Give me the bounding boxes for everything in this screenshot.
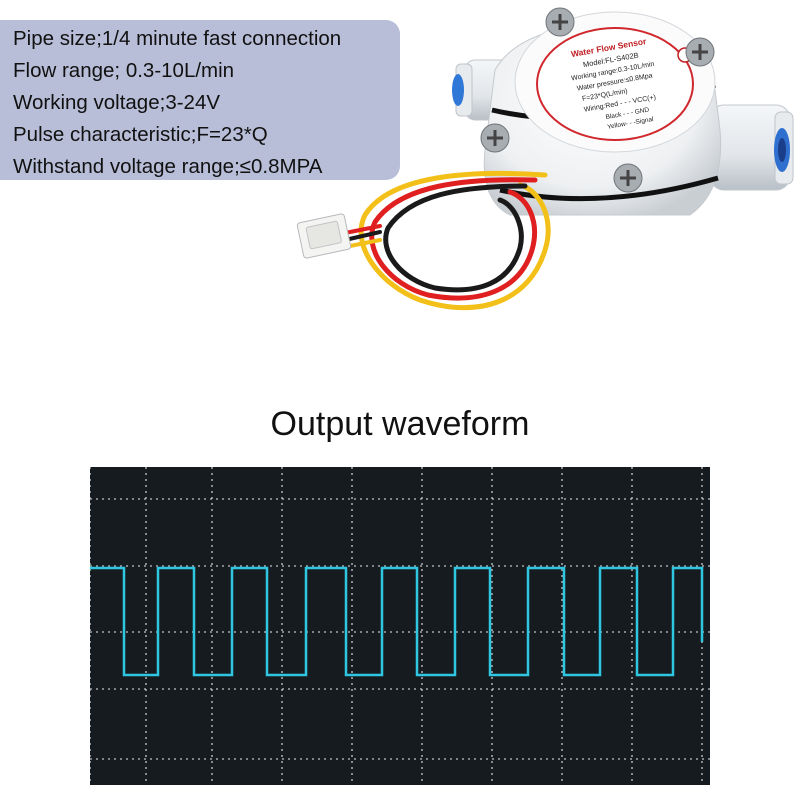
scope-background	[90, 467, 710, 785]
spec-withstand-voltage: Withstand voltage range;≤0.8MPA	[13, 155, 323, 178]
jst-connector	[296, 213, 352, 259]
square-wave-trace	[90, 566, 704, 677]
spec-pulse-characteristic: Pulse characteristic;F=23*Q	[13, 123, 268, 146]
screw-icon	[480, 123, 510, 153]
sensor-body	[483, 11, 722, 216]
screw-icon	[613, 163, 643, 193]
sensor-wires	[343, 170, 551, 311]
oscilloscope-screen	[90, 467, 710, 785]
scope-grid	[90, 467, 710, 785]
screw-icon	[545, 7, 575, 37]
spec-flow-range: Flow range; 0.3-10L/min	[13, 59, 235, 82]
right-pipe-fitting	[709, 104, 794, 191]
screw-icon	[685, 37, 715, 67]
flow-sensor-image: Water Flow Sensor Model:FL-S402B Working…	[296, 7, 794, 311]
waveform-title: Output waveform	[270, 405, 530, 443]
spec-pipe-size: Pipe size;1/4 minute fast connection	[13, 27, 342, 50]
spec-working-voltage: Working voltage;3-24V	[13, 91, 221, 114]
spec-panel: Pipe size;1/4 minute fast connection Flo…	[0, 20, 400, 180]
